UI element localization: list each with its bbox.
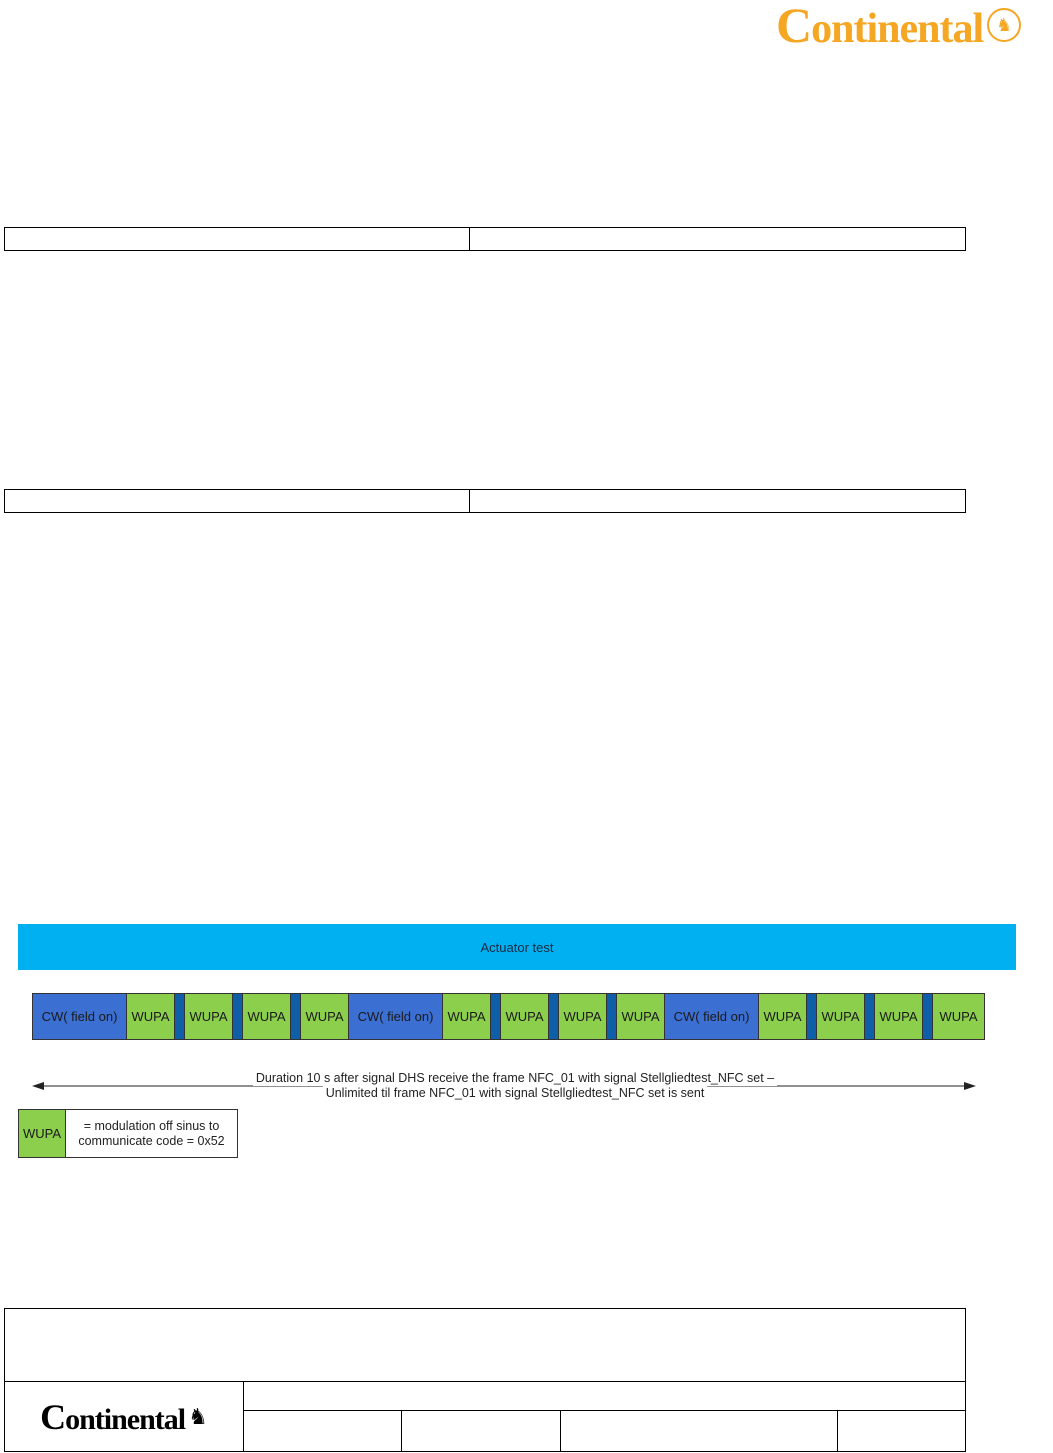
footer-table: Continental ♞ [4,1308,966,1452]
separator-segment [807,994,817,1039]
table-cell [5,228,470,250]
horse-icon: ♞ [188,1403,208,1429]
wupa-segment: WUPA [127,994,175,1039]
footer-row-bottom [243,1410,965,1452]
wupa-segment: WUPA [759,994,807,1039]
arrow-right-icon [964,1082,976,1090]
legend-line-1: = modulation off sinus to [83,1118,220,1133]
separator-segment [291,994,301,1039]
legend-text: = modulation off sinus to communicate co… [66,1110,237,1157]
table-cell [470,490,965,512]
separator-segment [607,994,617,1039]
footer-logo-cell: Continental ♞ [5,1381,244,1452]
footer-cell [401,1410,561,1452]
duration-line-1: Duration 10 s after signal DHS receive t… [252,1071,778,1086]
separator-segment [865,994,875,1039]
separator-segment [175,994,185,1039]
cw-field-on-segment: CW( field on) [33,994,127,1039]
arrow-left-icon [32,1082,44,1090]
logo-wordmark: Continental [776,0,984,53]
wupa-segment: WUPA [559,994,607,1039]
separator-segment [549,994,559,1039]
table-cell [470,228,965,250]
wupa-segment: WUPA [185,994,233,1039]
table-cell [5,490,470,512]
legend-swatch: WUPA [19,1110,66,1157]
actuator-test-label: Actuator test [480,939,554,955]
footer-row-top [5,1309,965,1382]
legend-line-2: communicate code = 0x52 [78,1133,225,1148]
separator-segment [923,994,933,1039]
continental-logo: Continental ♞ [776,0,1022,53]
legend: WUPA = modulation off sinus to communica… [18,1109,238,1158]
separator-segment [491,994,501,1039]
horse-seal-icon: ♞ [987,8,1022,42]
duration-line-2: Unlimited til frame NFC_01 with signal S… [322,1086,708,1101]
wupa-segment: WUPA [617,994,665,1039]
wupa-segment: WUPA [301,994,349,1039]
cw-field-on-segment: CW( field on) [349,994,443,1039]
footer-logo-wordmark: Continental [40,1396,186,1437]
footer-cell [560,1410,838,1452]
wupa-segment: WUPA [243,994,291,1039]
footer-cell [243,1410,402,1452]
wupa-segment: WUPA [933,994,984,1039]
actuator-test-bar: Actuator test [18,924,1016,970]
wupa-segment: WUPA [443,994,491,1039]
blank-table-1 [4,227,966,251]
cw-field-on-segment: CW( field on) [665,994,759,1039]
wupa-segment: WUPA [817,994,865,1039]
wupa-segment: WUPA [875,994,923,1039]
footer-row-mid [243,1381,965,1411]
separator-segment [233,994,243,1039]
blank-table-2 [4,489,966,513]
wupa-segment: WUPA [501,994,549,1039]
duration-caption: Duration 10 s after signal DHS receive t… [200,1071,830,1101]
